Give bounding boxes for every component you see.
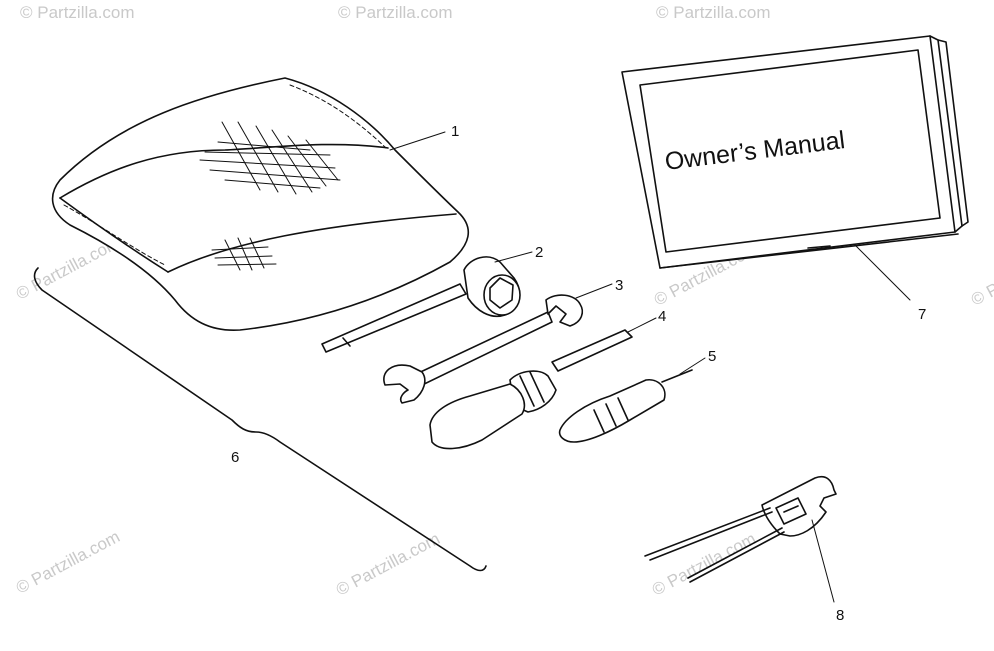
watermark: © Partzilla.com [333,529,443,600]
watermark: © Partzilla.com [656,3,771,22]
callout-7: 7 [918,306,926,323]
callout-1: 1 [451,123,459,140]
pouch-texture [199,121,341,271]
tool-pouch [51,77,470,331]
open-end-wrench [383,294,584,404]
watermark: © Partzilla.com [20,3,135,22]
small-screwdriver [558,369,693,443]
fuse-connector [644,475,837,583]
callout-2: 2 [535,244,543,261]
owners-manual: Owner’s Manual [621,35,969,269]
callout-6: 6 [231,449,239,466]
watermark: © Partzilla.com [338,3,453,22]
callout-4: 4 [658,308,666,325]
callout-labels: 1 2 3 4 5 6 7 8 [231,123,926,624]
callout-3: 3 [615,277,623,294]
callout-8: 8 [836,607,844,624]
screwdriver [429,329,633,450]
spark-plug-wrench [321,256,521,353]
watermark: © Partzilla.com [13,527,123,598]
kit-bracket [33,267,487,572]
watermark: © Partzilla.com [968,239,994,310]
callout-5: 5 [708,348,716,365]
leader-lines [389,131,911,603]
